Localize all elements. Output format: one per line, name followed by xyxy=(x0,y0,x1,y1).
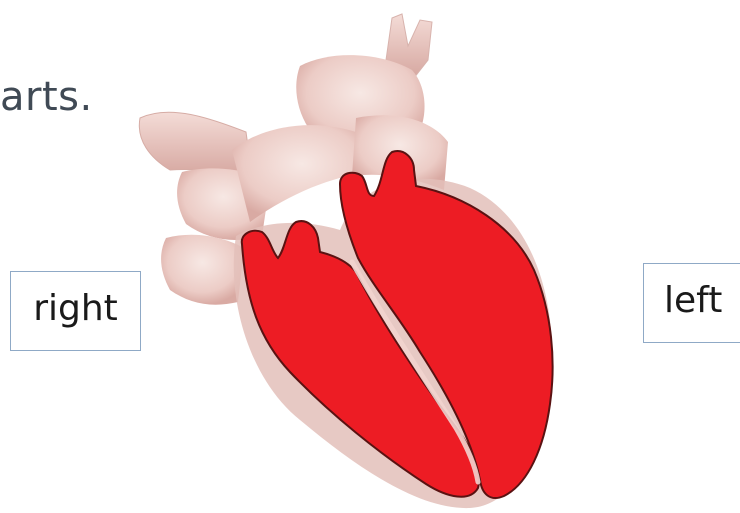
left-label-box: left xyxy=(643,263,740,343)
right-label-box: right xyxy=(10,271,141,351)
left-label: left xyxy=(664,280,722,321)
right-label: right xyxy=(33,288,118,329)
